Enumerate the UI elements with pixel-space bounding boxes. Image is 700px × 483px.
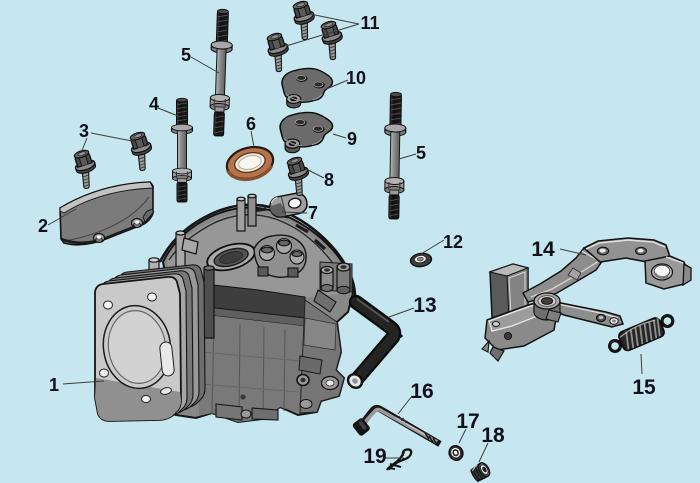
svg-text:6: 6: [246, 114, 256, 134]
svg-text:5: 5: [181, 45, 191, 65]
svg-text:18: 18: [481, 424, 505, 447]
svg-text:2: 2: [38, 216, 48, 236]
svg-text:15: 15: [632, 376, 656, 399]
svg-text:13: 13: [413, 294, 436, 317]
svg-text:16: 16: [410, 380, 433, 403]
svg-text:3: 3: [79, 121, 89, 141]
svg-text:8: 8: [324, 170, 334, 190]
svg-text:19: 19: [363, 445, 386, 468]
svg-text:17: 17: [456, 410, 479, 433]
svg-text:4: 4: [149, 94, 159, 114]
svg-text:11: 11: [360, 13, 379, 33]
svg-text:12: 12: [443, 232, 463, 252]
svg-text:1: 1: [49, 375, 59, 395]
svg-text:14: 14: [531, 238, 555, 261]
svg-text:7: 7: [308, 203, 318, 223]
svg-text:10: 10: [346, 68, 366, 88]
svg-text:9: 9: [347, 129, 357, 149]
svg-text:5: 5: [416, 143, 426, 163]
